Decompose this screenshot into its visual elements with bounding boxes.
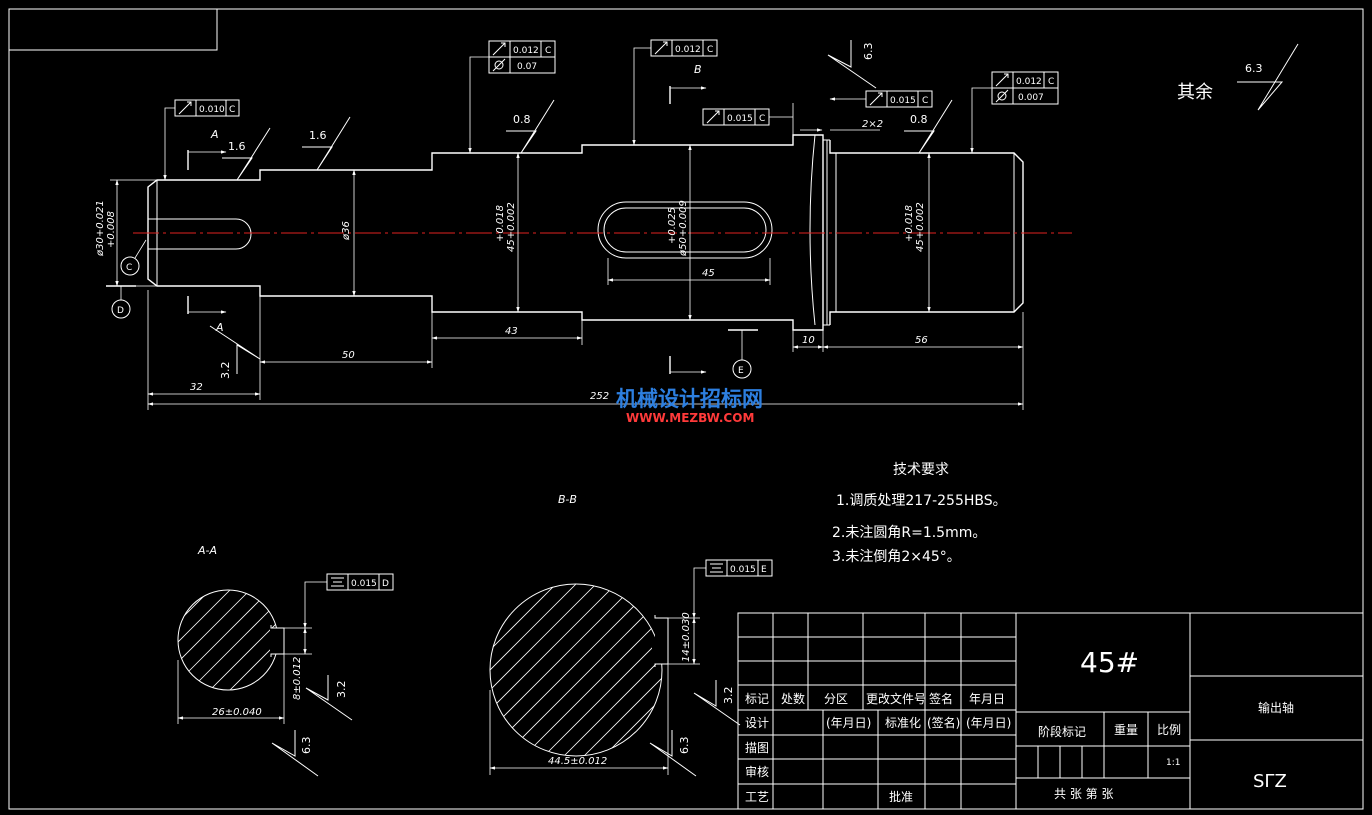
tolerance-frames: 0.010 C 0.012 C 0.07 0.012 C 0.015 C [163, 39, 1059, 629]
dim-45a-upper: +0.018 [495, 205, 506, 242]
dim-32: 32 [190, 382, 203, 393]
dim-45b: 45+0.002 [915, 202, 926, 252]
roughness-6-3-top: 6.3 [862, 43, 875, 61]
tb-weight: 重量 [1114, 723, 1138, 737]
roughness-aa-6-3: 6.3 [300, 737, 313, 755]
remainder-roughness: 6.3 [1245, 62, 1263, 75]
tb-drawing-no: SΓZ [1253, 771, 1287, 792]
dim-10: 10 [802, 335, 815, 346]
tol-7-value: 0.015 [351, 579, 377, 589]
roughness-symbols: 1.6 1.6 0.8 0.8 6.3 3.2 6.3 其余 [209, 40, 1299, 380]
tb-row-label: 工艺 [745, 790, 769, 804]
tol-3-datum: C [707, 45, 713, 55]
tol-6-value: 0.012 [1016, 77, 1042, 87]
dim-45b-upper: +0.018 [904, 205, 915, 242]
dim-bb-h: 14±0.030 [681, 612, 692, 662]
dim-key-45: 45 [702, 268, 715, 279]
roughness-0-8-a: 0.8 [513, 113, 531, 126]
tol-8-datum: E [761, 565, 767, 575]
roughness-3-2-shaft: 3.2 [219, 362, 232, 380]
tb-scale-value: 1:1 [1166, 758, 1180, 768]
dim-phi30-lower: +0.008 [106, 211, 117, 248]
section-b-top: B [694, 63, 702, 76]
tb-scale-label: 比例 [1157, 723, 1181, 737]
tech-req-item: 2.未注圆角R=1.5mm。 [832, 525, 986, 541]
view-aa-label: A-A [197, 544, 217, 557]
tb-header-cell: 处数 [781, 691, 805, 706]
dim-aa-h: 8±0.012 [292, 657, 303, 700]
tb-design-cell: (年月日) [826, 716, 871, 730]
dim-phi36: ø36 [341, 221, 352, 241]
roughness-aa-3-2: 3.2 [335, 681, 348, 699]
tb-design-cell: 设计 [745, 716, 769, 730]
tb-design-cell: (年月日) [966, 716, 1011, 730]
tol-2-value2: 0.07 [517, 62, 537, 72]
tb-design-cell: (签名) [927, 715, 960, 730]
tb-header-cell: 更改文件号 [866, 691, 926, 706]
roughness-1-6-a: 1.6 [228, 140, 246, 153]
tb-row-label: 审核 [745, 764, 769, 779]
tb-header-cell: 分区 [824, 692, 848, 706]
tol-5-value: 0.015 [890, 96, 916, 106]
dim-phi30: ø30+0.021 [95, 200, 106, 257]
tb-header-cell: 年月日 [969, 692, 1005, 706]
dim-56: 56 [915, 335, 928, 346]
section-markers: A A B E C D [106, 63, 758, 379]
corner-box [9, 9, 218, 51]
dim-aa-w: 26±0.040 [212, 707, 262, 718]
dim-phi50: ø50+0.009 [678, 200, 689, 257]
dim-45a: 45+0.002 [506, 202, 517, 252]
view-bb-label: B-B [558, 493, 577, 506]
roughness-0-8-b: 0.8 [910, 113, 928, 126]
tol-2-datum: C [545, 46, 551, 56]
tb-stage-mark: 阶段标记 [1038, 724, 1086, 739]
tb-sheets: 共 张 第 张 [1054, 787, 1113, 801]
dimensions: ø30+0.021 +0.008 ø36 +0.018 45+0.002 +0.… [95, 119, 1024, 410]
tech-req-title: 技术要求 [893, 462, 949, 478]
tb-header-cell: 签名 [929, 691, 953, 706]
tol-1-value: 0.010 [199, 105, 225, 115]
tb-part-name: 输出轴 [1258, 700, 1294, 715]
tol-6-datum: C [1048, 77, 1054, 87]
roughness-1-6-b: 1.6 [309, 129, 327, 142]
tol-4-datum: C [759, 114, 765, 124]
section-view-bb: B-B 14±0.030 [489, 493, 741, 777]
tol-5-datum: C [922, 96, 928, 106]
tb-row-label: 描图 [745, 741, 769, 755]
section-a-top: A [210, 128, 219, 141]
datum-d: D [117, 306, 124, 316]
tol-4-value: 0.015 [727, 114, 753, 124]
dim-bb-w: 44.5±0.012 [548, 756, 607, 767]
section-a-bottom: A [215, 321, 224, 334]
watermark-url: WWW.MEZBW.COM [626, 411, 754, 425]
dim-252: 252 [590, 391, 609, 402]
dim-phi50-upper: +0.025 [667, 207, 678, 244]
dim-43: 43 [505, 326, 518, 337]
dim-50: 50 [342, 350, 355, 361]
roughness-bb-3-2: 3.2 [722, 687, 735, 705]
dim-2x2: 2×2 [862, 119, 883, 130]
tol-1-datum: C [229, 105, 235, 115]
roughness-bb-6-3: 6.3 [678, 737, 691, 755]
datum-e: E [738, 366, 744, 376]
tol-3-value: 0.012 [675, 45, 701, 55]
section-view-aa: A-A 8±0.012 26±0.040 3.2 6.3 [177, 544, 353, 777]
remainder-label: 其余 [1177, 82, 1213, 103]
sheet-border [8, 8, 1364, 810]
tech-req-item: 3.未注倒角2×45°。 [832, 549, 961, 565]
tb-material: 45# [1080, 646, 1139, 679]
tb-design-cell: 标准化 [885, 716, 921, 730]
tol-2-value: 0.012 [513, 46, 539, 56]
tb-header-cell: 标记 [745, 692, 769, 706]
tol-8-value: 0.015 [730, 565, 756, 575]
tol-7-datum: D [382, 579, 389, 589]
title-block: 标记 处数 分区 更改文件号 签名 年月日 设计 (年月日) 标准化 (签名) … [737, 612, 1364, 810]
tb-approve: 批准 [889, 789, 913, 804]
tol-6-value2: 0.007 [1018, 93, 1044, 103]
watermark-cn: 机械设计招标网 [616, 387, 763, 411]
tech-req-item: 1.调质处理217-255HBS。 [836, 493, 1007, 509]
datum-c: C [126, 263, 132, 273]
